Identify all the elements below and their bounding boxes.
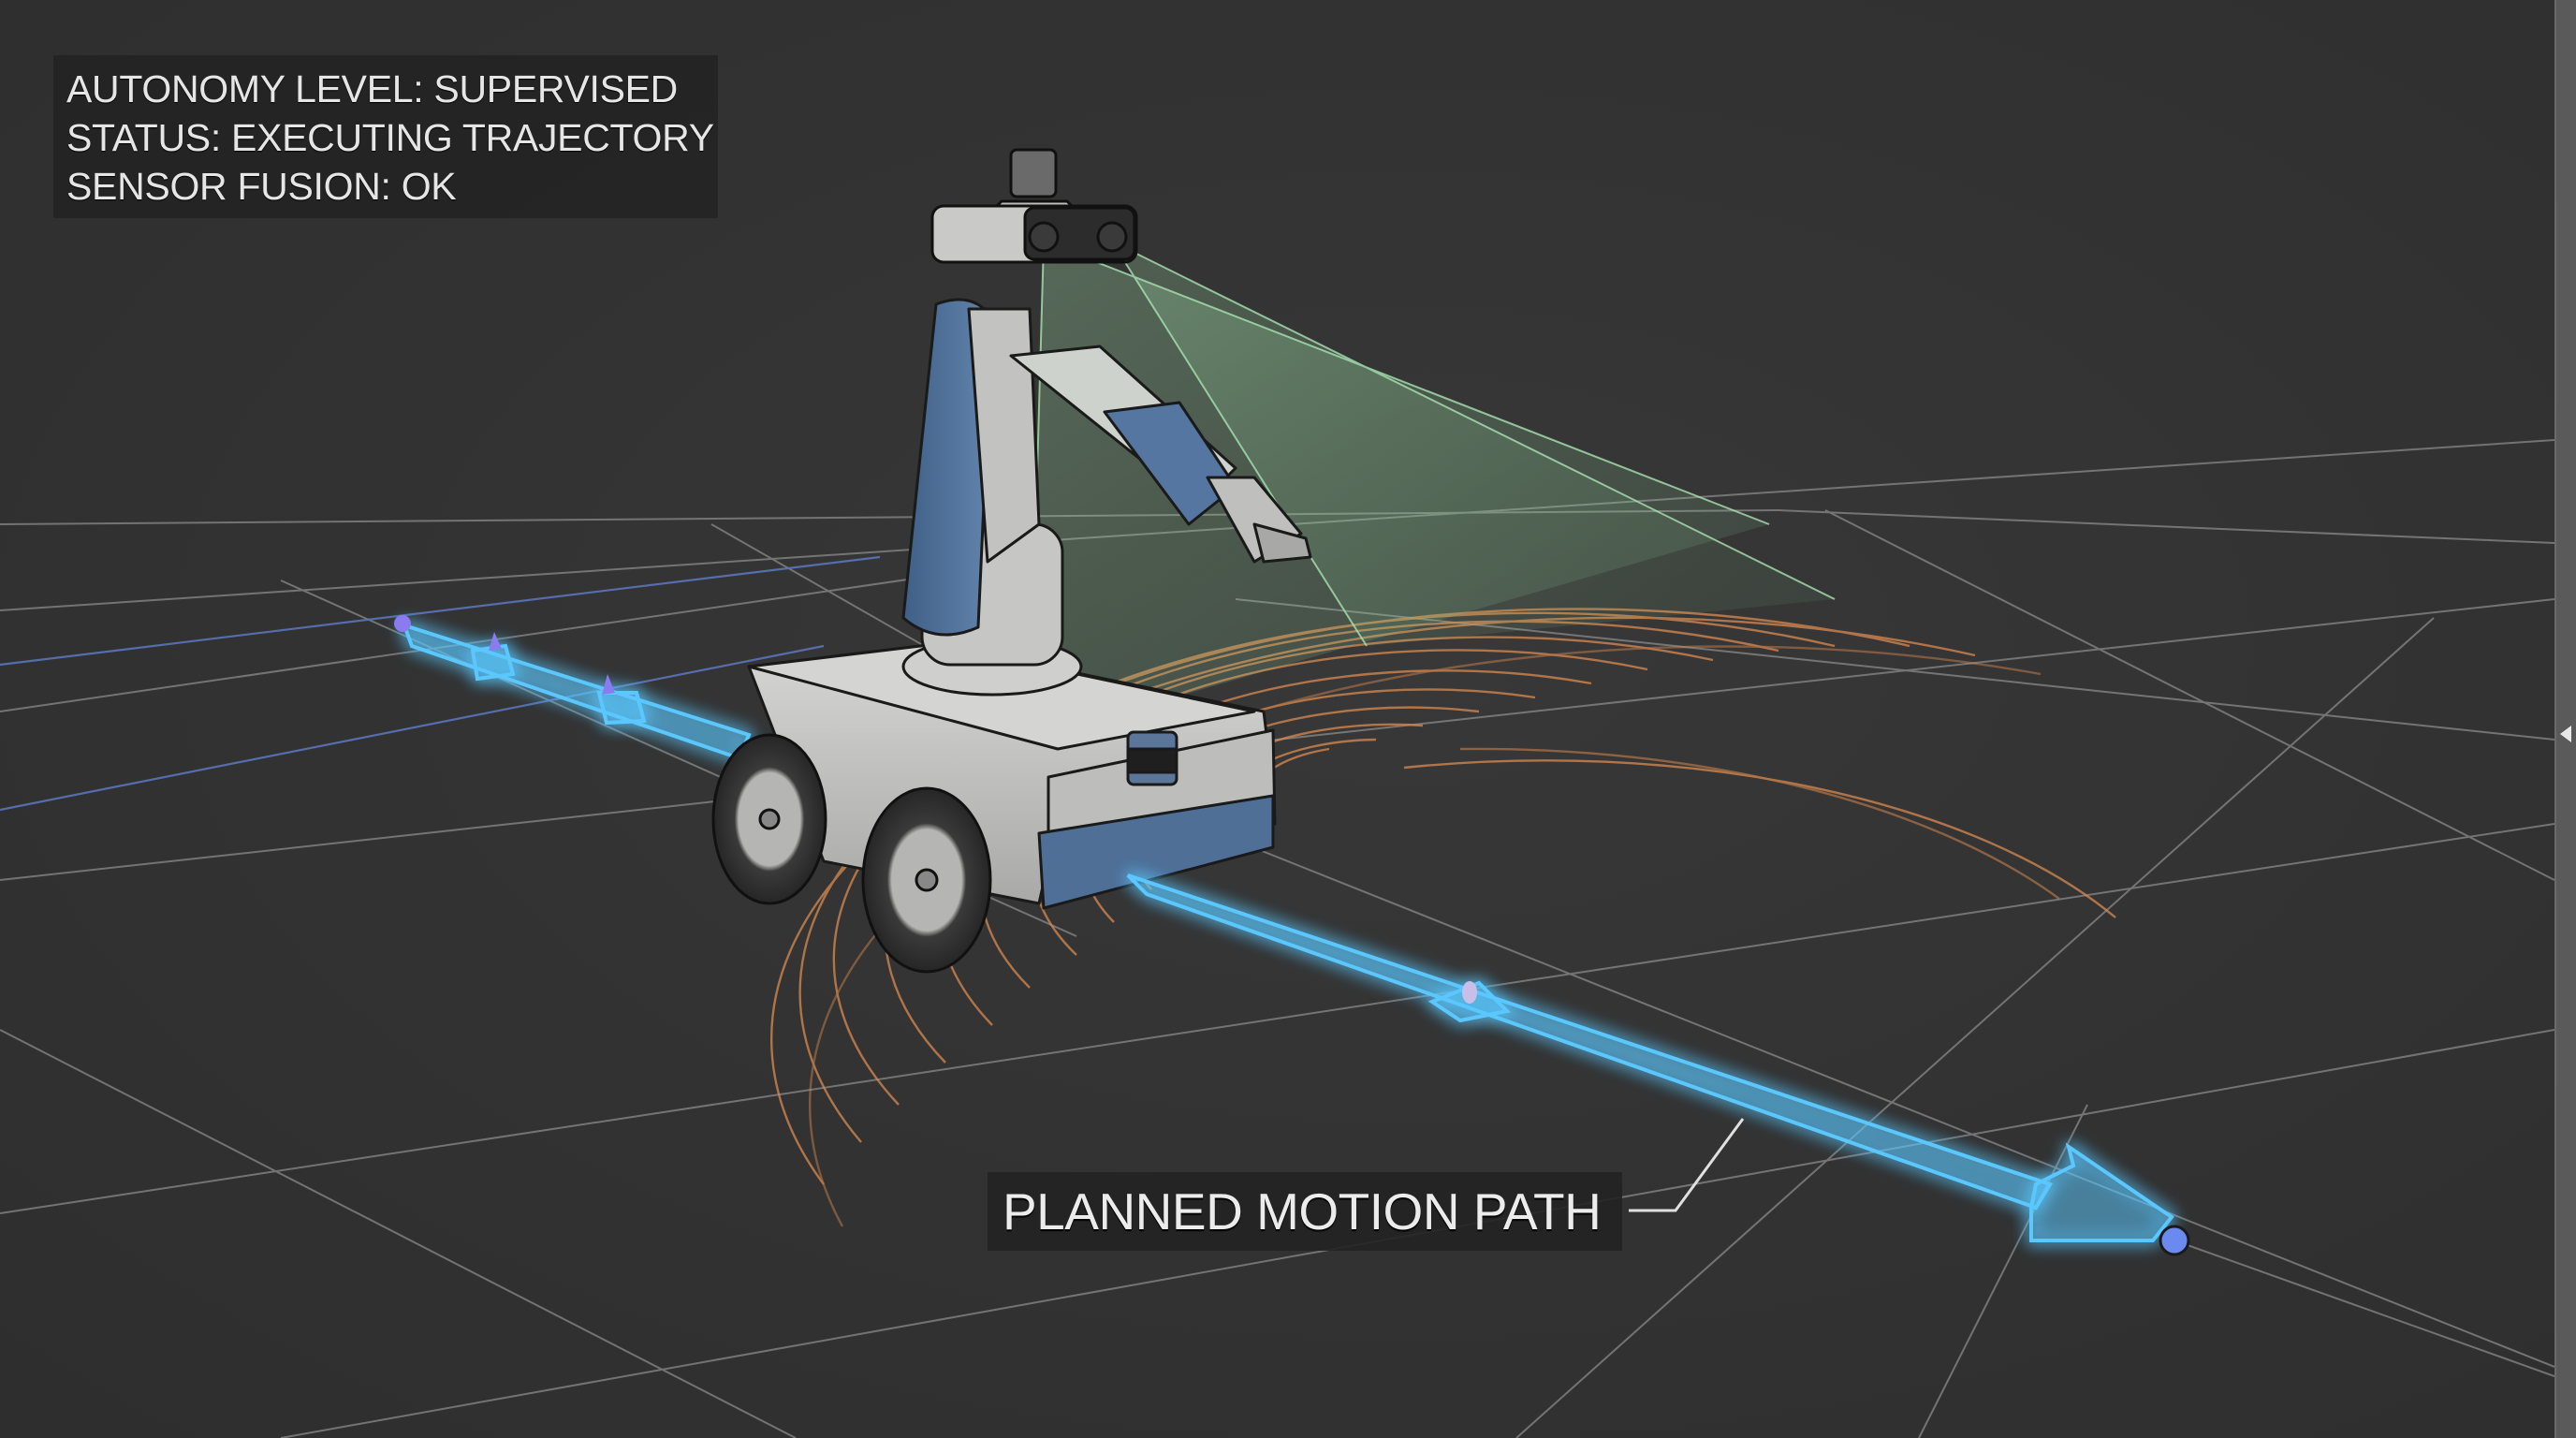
robot-wheels [711, 733, 992, 974]
waypoint-markers-front [1462, 981, 2190, 1256]
axis-lines [0, 555, 881, 812]
sensor-fusion-text: SENSOR FUSION: OK [66, 165, 457, 208]
callout-text: PLANNED MOTION PATH [1003, 1182, 1602, 1240]
status-hud: AUTONOMY LEVEL: SUPERVISED STATUS: EXECU… [53, 55, 718, 218]
planned-motion-path-label: PLANNED MOTION PATH [988, 1172, 1622, 1251]
motion-path-rear [401, 622, 752, 761]
stereo-camera-head [930, 148, 1138, 264]
expand-panel-arrow-icon[interactable] [2560, 726, 2571, 742]
side-panel-collapsed[interactable] [2554, 0, 2576, 1438]
autonomy-level-text: AUTONOMY LEVEL: SUPERVISED [66, 67, 678, 110]
camera-fov [1029, 241, 1836, 741]
robot-arm [901, 298, 1312, 697]
goal-waypoint [2159, 1225, 2190, 1256]
waypoint-markers-rear [394, 615, 615, 695]
callout-leader-line [1629, 1118, 1745, 1212]
start-waypoint [394, 615, 411, 632]
motion-path-front [1126, 873, 2174, 1242]
status-text: STATUS: EXECUTING TRAJECTORY [66, 116, 714, 159]
